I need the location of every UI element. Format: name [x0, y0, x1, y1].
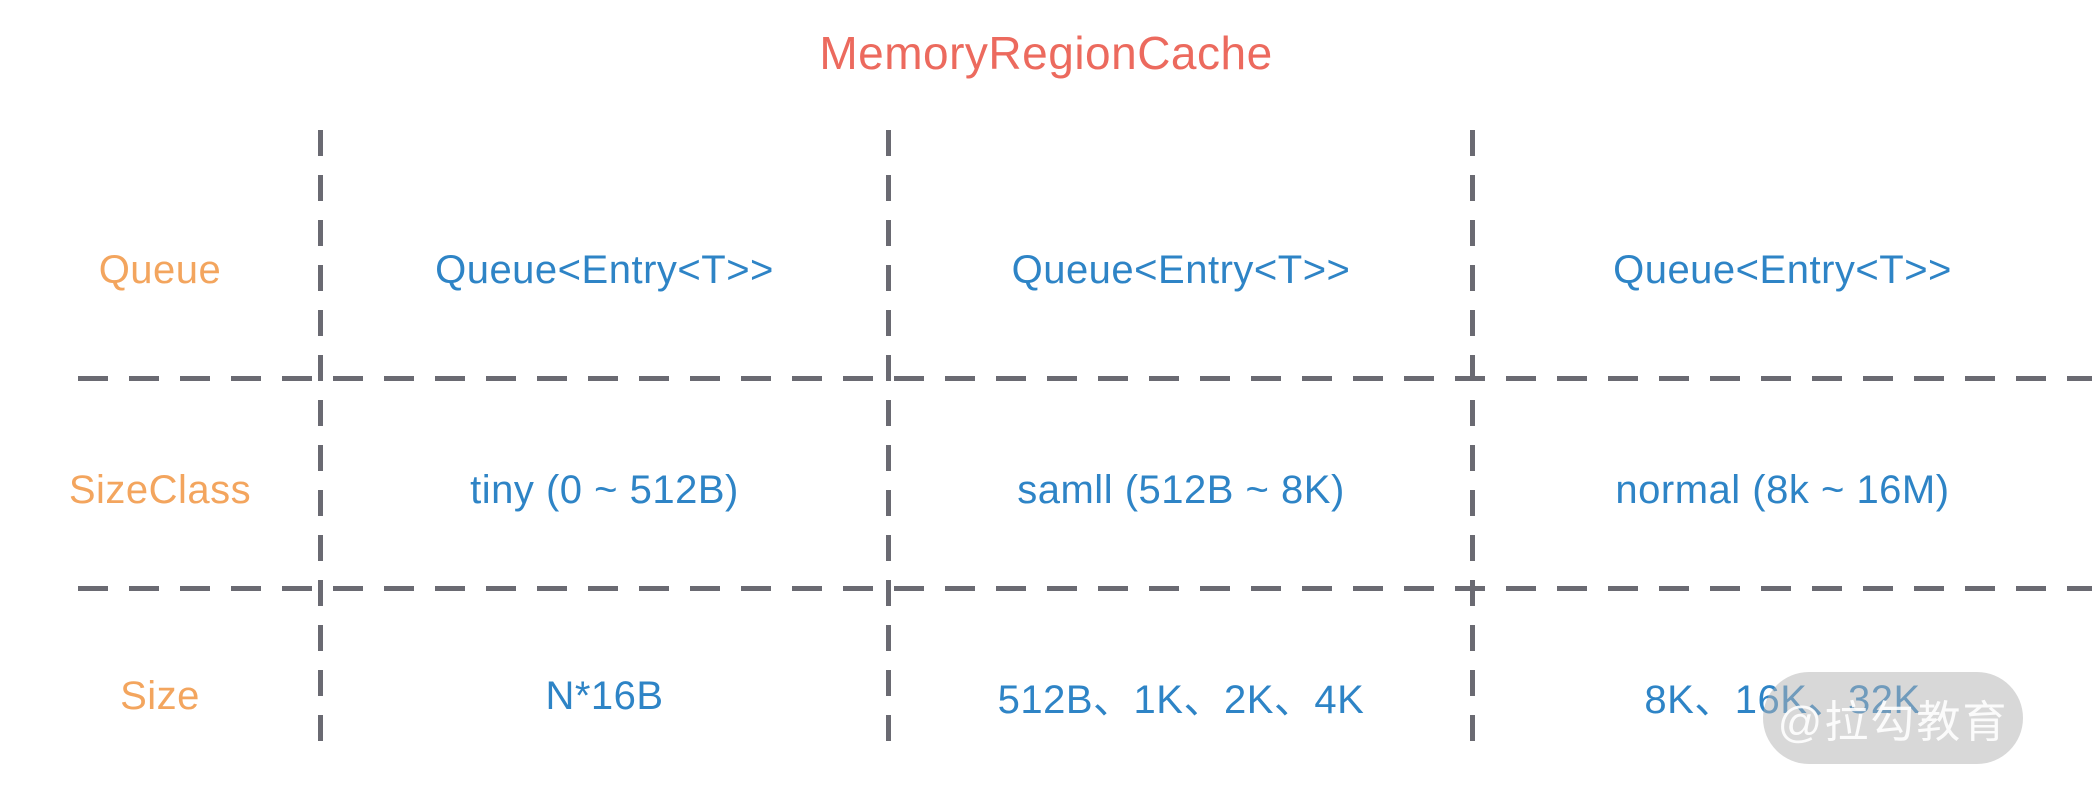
watermark-text: @拉勾教育	[1777, 698, 2009, 747]
cell-sizeclass-col3: normal (8k ~ 16M)	[1615, 467, 1950, 512]
cell-queue-col3: Queue<Entry<T>>	[1613, 247, 1952, 292]
row-divider-1	[78, 376, 2092, 381]
row-label-size: Size	[120, 673, 200, 718]
row-divider-2	[78, 586, 2092, 591]
column-divider-1	[318, 130, 323, 758]
row-label-sizeclass: SizeClass	[68, 467, 252, 512]
cell-size-col2: 512B、1K、2K、4K	[997, 678, 1365, 722]
cell-size-col1: N*16B	[545, 673, 664, 718]
cell-queue-col2: Queue<Entry<T>>	[1011, 247, 1351, 292]
cell-sizeclass-col1: tiny (0 ~ 512B)	[470, 467, 739, 512]
cell-queue-col1: Queue<Entry<T>>	[435, 247, 774, 292]
row-label-queue: Queue	[98, 247, 222, 292]
cell-sizeclass-col2: samll (512B ~ 8K)	[1017, 467, 1345, 512]
watermark-badge: @拉勾教育	[1763, 672, 2023, 764]
column-divider-2	[886, 130, 891, 758]
column-divider-3	[1470, 130, 1475, 758]
diagram-title: MemoryRegionCache	[819, 27, 1273, 79]
